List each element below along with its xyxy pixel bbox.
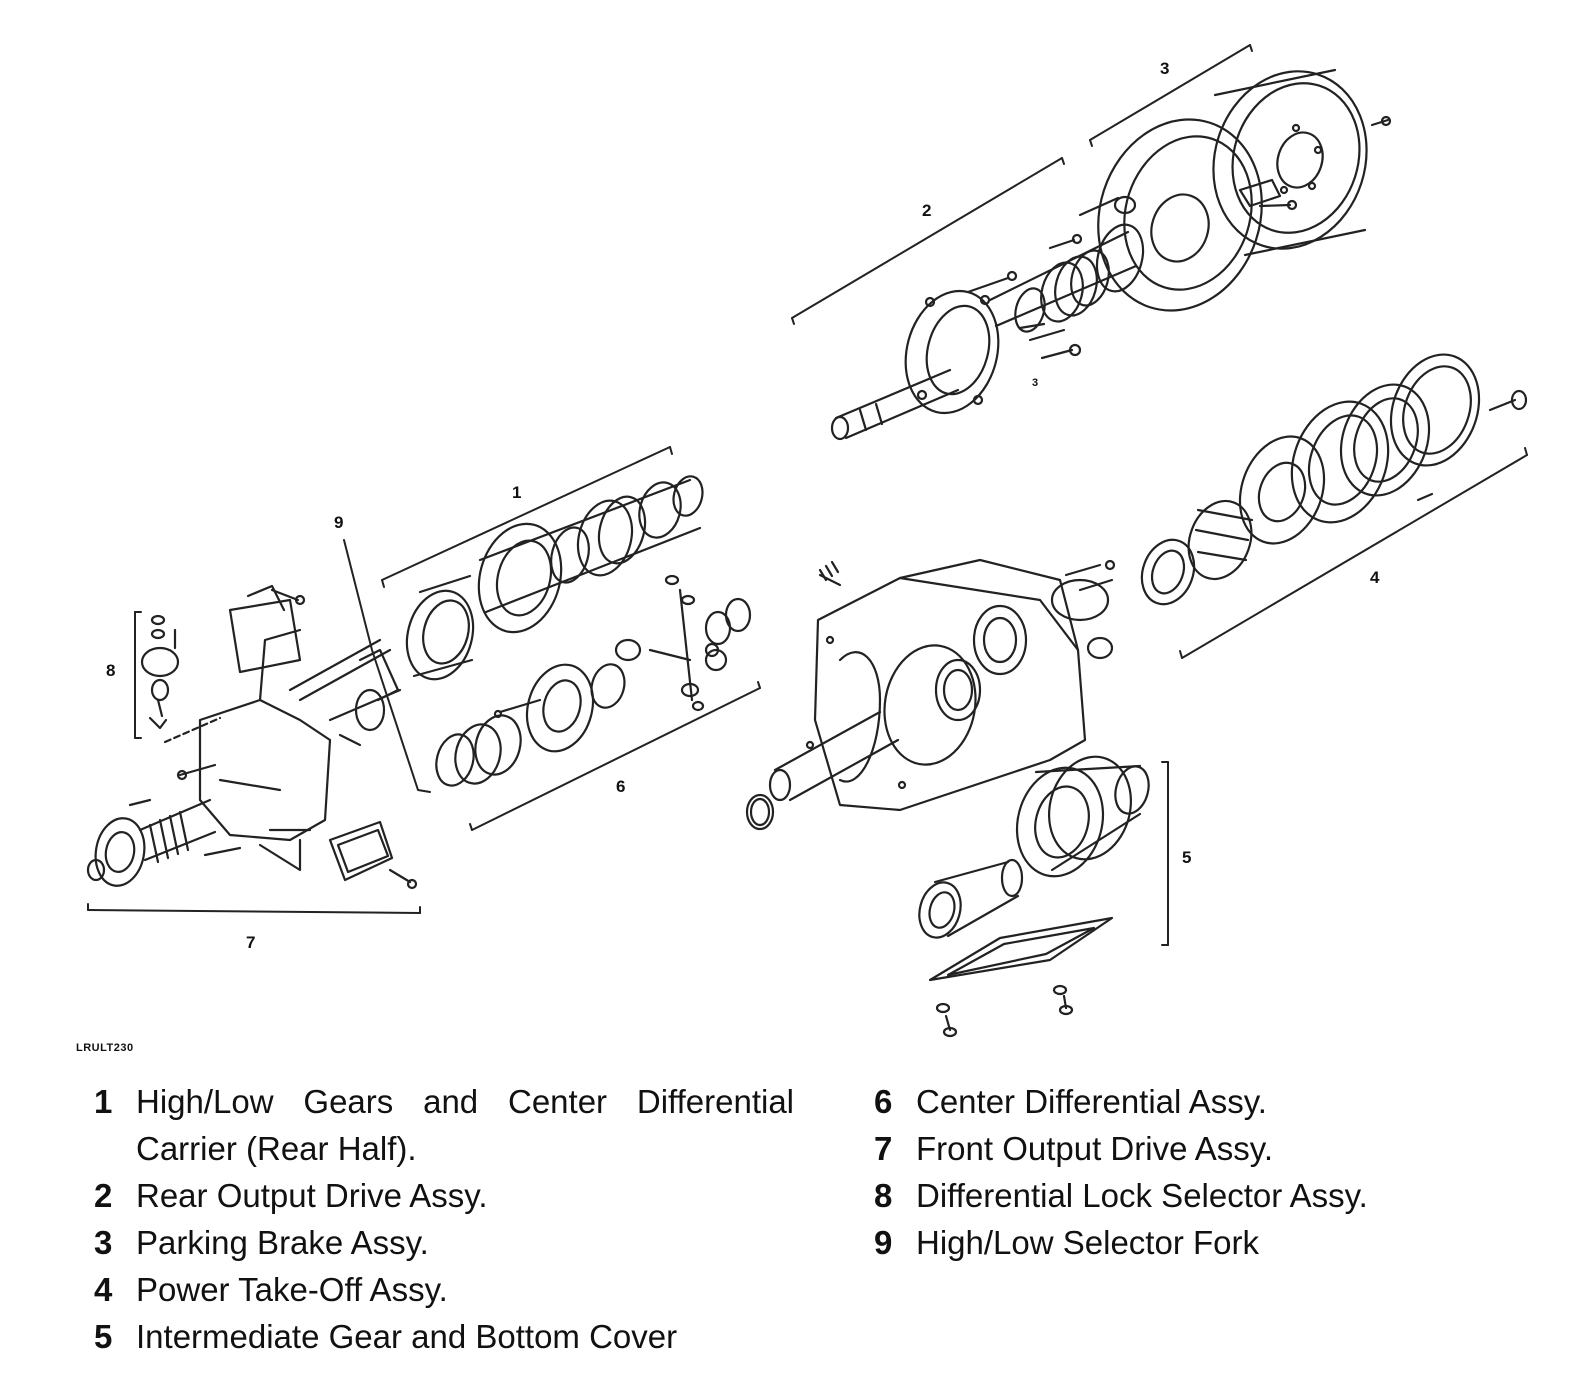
legend-number: 4 (94, 1271, 113, 1308)
callout-4: 4 (1370, 568, 1380, 587)
legend-item: 6 Center Differential Assy. (874, 1078, 1514, 1125)
legend-number: 2 (94, 1177, 113, 1214)
callout-1: 1 (512, 483, 521, 502)
intermediate-gear (918, 755, 1150, 1038)
legend-number: 3 (94, 1224, 113, 1261)
group-brackets (87, 44, 1528, 946)
legend-number: 5 (94, 1318, 113, 1355)
callout-2: 2 (922, 201, 931, 220)
exploded-assembly-diagram: 1 2 3 4 5 6 7 8 9 3 (86, 44, 1528, 1038)
selector-fork (228, 584, 402, 747)
callout-9: 9 (334, 513, 343, 532)
parking-brake-drum (1212, 68, 1392, 257)
legend-text: Intermediate Gear and Bottom Cover (136, 1318, 678, 1355)
legend-text: Center Differential Assy. (916, 1083, 1267, 1120)
front-output-drive (86, 628, 418, 890)
legend-item: 2 Rear Output Drive Assy. (94, 1172, 794, 1219)
legend-number: 6 (874, 1083, 893, 1120)
legend-text: Rear Output Drive Assy. (136, 1177, 488, 1214)
rear-output-drive (830, 223, 1145, 441)
center-differential (435, 574, 752, 787)
legend-number: 1 (94, 1083, 113, 1120)
callout-6: 6 (616, 777, 625, 796)
parking-brake-backplate (1078, 118, 1298, 312)
legend-right-column: 6 Center Differential Assy. 7 Front Outp… (874, 1078, 1514, 1266)
callout-5: 5 (1182, 848, 1191, 867)
callout-3: 3 (1160, 59, 1169, 78)
legend-item: 8 Differential Lock Selector Assy. (874, 1172, 1514, 1219)
legend-number: 9 (874, 1224, 893, 1261)
callout-3-small: 3 (1032, 377, 1038, 389)
power-take-off (1140, 353, 1528, 606)
high-low-gears (405, 475, 704, 681)
callout-8: 8 (106, 661, 115, 680)
legend-text: High/Low Selector Fork (916, 1224, 1259, 1261)
callout-numbers: 1 2 3 4 5 6 7 8 9 3 (106, 59, 1380, 952)
legend-text: Differential Lock Selector Assy. (916, 1177, 1368, 1214)
transfer-case-housing (745, 558, 1116, 831)
legend-text: Parking Brake Assy. (136, 1224, 429, 1261)
legend-left-column: 1 High/Low Gears and Center Differential… (94, 1078, 794, 1360)
legend-text: Front Output Drive Assy. (916, 1130, 1274, 1167)
legend-item: 1 High/Low Gears and Center Differential… (94, 1078, 794, 1172)
figure-code: LRULT230 (76, 1042, 134, 1054)
diff-lock-selector (140, 614, 222, 744)
legend-item: 7 Front Output Drive Assy. (874, 1125, 1514, 1172)
legend-item: 5 Intermediate Gear and Bottom Cover (94, 1313, 794, 1360)
legend-item: 9 High/Low Selector Fork (874, 1219, 1514, 1266)
legend-number: 7 (874, 1130, 893, 1167)
legend-number: 8 (874, 1177, 893, 1214)
legend-item: 3 Parking Brake Assy. (94, 1219, 794, 1266)
legend-item: 4 Power Take-Off Assy. (94, 1266, 794, 1313)
legend-text: Power Take-Off Assy. (136, 1271, 448, 1308)
legend-text: High/Low Gears and Center Differential C… (136, 1083, 794, 1167)
callout-7: 7 (246, 933, 255, 952)
